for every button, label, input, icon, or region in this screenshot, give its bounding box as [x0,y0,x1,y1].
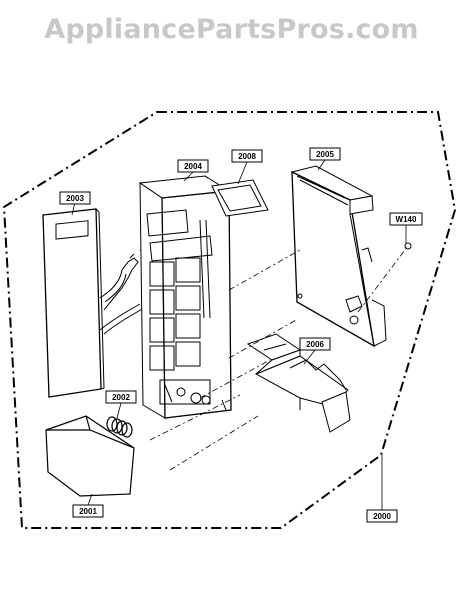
label-2002: 2002 [105,390,137,404]
assembly-lines [149,245,409,471]
part-2002-spring [106,416,133,438]
label-2000: 2000 [366,509,398,523]
label-2004-text: 2004 [184,162,202,171]
label-2001: 2001 [72,504,104,518]
label-w140-text: W140 [396,215,417,224]
label-2005-text: 2005 [316,150,334,159]
assembly-boundary [2,111,457,529]
part-2008-window-lens [211,179,269,217]
part-2006-latch-bracket [246,333,351,433]
leader-lines [71,159,407,510]
label-w140: W140 [389,212,423,226]
label-2003-text: 2003 [66,194,84,203]
label-2003: 2003 [59,191,91,205]
label-2004: 2004 [177,159,209,173]
label-2002-text: 2002 [112,393,130,402]
part-2005-circuit-board [290,165,412,348]
part-2003-front-panel [42,208,105,398]
part-2004-control-frame [138,175,232,419]
label-2008: 2008 [231,149,263,163]
ribbon-cable [99,249,149,335]
label-2000-text: 2000 [373,512,391,521]
label-2005: 2005 [309,147,341,161]
part-2001-door-button [45,415,135,497]
label-2006-text: 2006 [306,340,324,349]
label-2008-text: 2008 [238,152,256,161]
label-2001-text: 2001 [79,507,97,516]
site-watermark: AppliancePartsPros.com [44,14,419,45]
label-2006: 2006 [299,337,331,351]
